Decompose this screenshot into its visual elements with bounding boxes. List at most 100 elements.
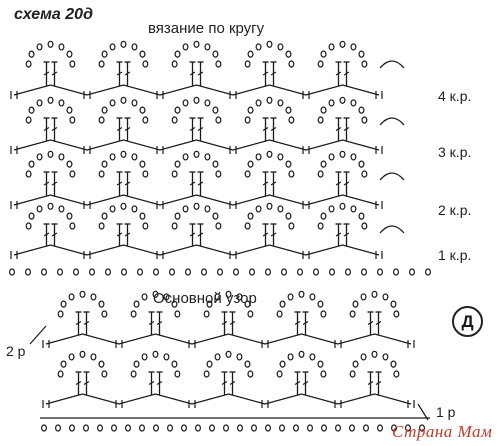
chain-stitch: [329, 268, 336, 276]
chain-stitch: [204, 99, 211, 107]
chain-stitch: [68, 424, 75, 432]
double-crochet-slash: [51, 71, 58, 76]
chain-stitch: [247, 50, 254, 58]
chain-stitch: [214, 353, 221, 361]
chain-stitch: [171, 300, 178, 308]
chain-stitch: [142, 60, 149, 68]
chain-stitch: [142, 222, 149, 230]
chain-stitch: [358, 50, 365, 58]
chain-stitch: [214, 293, 221, 301]
chain-stitch: [82, 424, 89, 432]
double-crochet-slash: [270, 232, 277, 237]
chain-stitch: [57, 310, 64, 318]
chain-stitch: [265, 268, 272, 276]
double-crochet-slash: [270, 71, 277, 76]
chain-stitch: [141, 293, 148, 301]
chain-stitch: [390, 300, 397, 308]
chain-stitch: [57, 370, 64, 378]
chain-stitch: [66, 212, 73, 220]
chain-stitch: [281, 268, 288, 276]
chain-stitch: [345, 268, 352, 276]
chain-stitch: [320, 50, 327, 58]
double-crochet-slash: [262, 127, 269, 131]
double-crochet-slash: [197, 232, 204, 237]
double-crochet-slash: [294, 381, 301, 385]
chain-stitch: [163, 293, 170, 301]
chain-stitch: [72, 268, 79, 276]
chain-stitch: [276, 310, 283, 318]
chain-stitch: [288, 170, 295, 178]
chain-stitch: [361, 268, 368, 276]
chain-stitch: [320, 160, 327, 168]
chain-stitch: [120, 202, 127, 210]
chain-stitch: [328, 205, 335, 213]
double-crochet-slash: [83, 381, 90, 385]
double-crochet-slash: [335, 181, 342, 186]
chain-stitch: [98, 116, 105, 124]
double-crochet-slash: [302, 321, 309, 325]
chain-stitch: [393, 310, 400, 318]
chain-stitch: [69, 222, 76, 230]
chain-stitch: [361, 60, 368, 68]
chain-stitch: [28, 212, 35, 220]
chain-stitch: [288, 60, 295, 68]
chain-stitch: [247, 106, 254, 114]
chain-stitch: [98, 222, 105, 230]
chain-stitch: [58, 153, 65, 161]
double-crochet-slash: [75, 381, 82, 385]
chain-stitch: [130, 370, 137, 378]
chain-stitch: [174, 160, 181, 168]
chain-stitch: [101, 310, 108, 318]
chain-stitch: [244, 60, 251, 68]
chain-stitch: [109, 205, 116, 213]
chain-stitch: [307, 424, 314, 432]
chain-stitch: [371, 290, 378, 298]
chain-stitch: [181, 424, 188, 432]
chain-stitch: [68, 293, 75, 301]
chain-stitch: [361, 170, 368, 178]
chain-stitch: [109, 153, 116, 161]
chain-stitch: [358, 106, 365, 114]
chain-stitch: [193, 40, 200, 48]
round-row-label-4: 4 к.р.: [438, 88, 472, 104]
chain-stitch: [321, 424, 328, 432]
chain-stitch: [215, 222, 222, 230]
chain-stitch: [266, 40, 273, 48]
double-crochet-slash: [43, 71, 50, 76]
chain-stitch: [54, 424, 61, 432]
chain-stitch: [349, 310, 356, 318]
chain-stitch: [109, 99, 116, 107]
chain-stitch: [28, 50, 35, 58]
double-crochet-slash: [262, 181, 269, 186]
chain-stitch: [236, 353, 243, 361]
chain-stitch: [377, 424, 384, 432]
chain-stitch: [66, 50, 73, 58]
chain-stitch: [152, 350, 159, 358]
chain-stitch: [285, 212, 292, 220]
chain-stitch: [236, 293, 243, 301]
chain-stitch: [425, 268, 432, 276]
chain-stitch: [247, 310, 254, 318]
chain-stitch: [98, 60, 105, 68]
chain-stitch: [276, 370, 283, 378]
chain-stitch: [335, 424, 342, 432]
chain-stitch: [382, 353, 389, 361]
chain-stitch: [101, 106, 108, 114]
chain-stitch: [339, 150, 346, 158]
chain-stitch: [110, 424, 117, 432]
chain-stitch: [320, 370, 327, 378]
chain-stitch: [47, 40, 54, 48]
double-crochet-slash: [148, 381, 155, 385]
double-crochet-slash: [189, 232, 196, 237]
chain-stitch: [109, 43, 116, 51]
double-crochet-slash: [270, 181, 277, 186]
chain-stitch: [247, 212, 254, 220]
chain-stitch: [47, 96, 54, 104]
chain-stitch: [317, 360, 324, 368]
chain-stitch: [390, 360, 397, 368]
chain-stitch: [174, 50, 181, 58]
chain-stitch: [36, 43, 43, 51]
chain-stitch: [297, 268, 304, 276]
turning-arc: [379, 60, 405, 69]
double-crochet-slash: [335, 232, 342, 237]
